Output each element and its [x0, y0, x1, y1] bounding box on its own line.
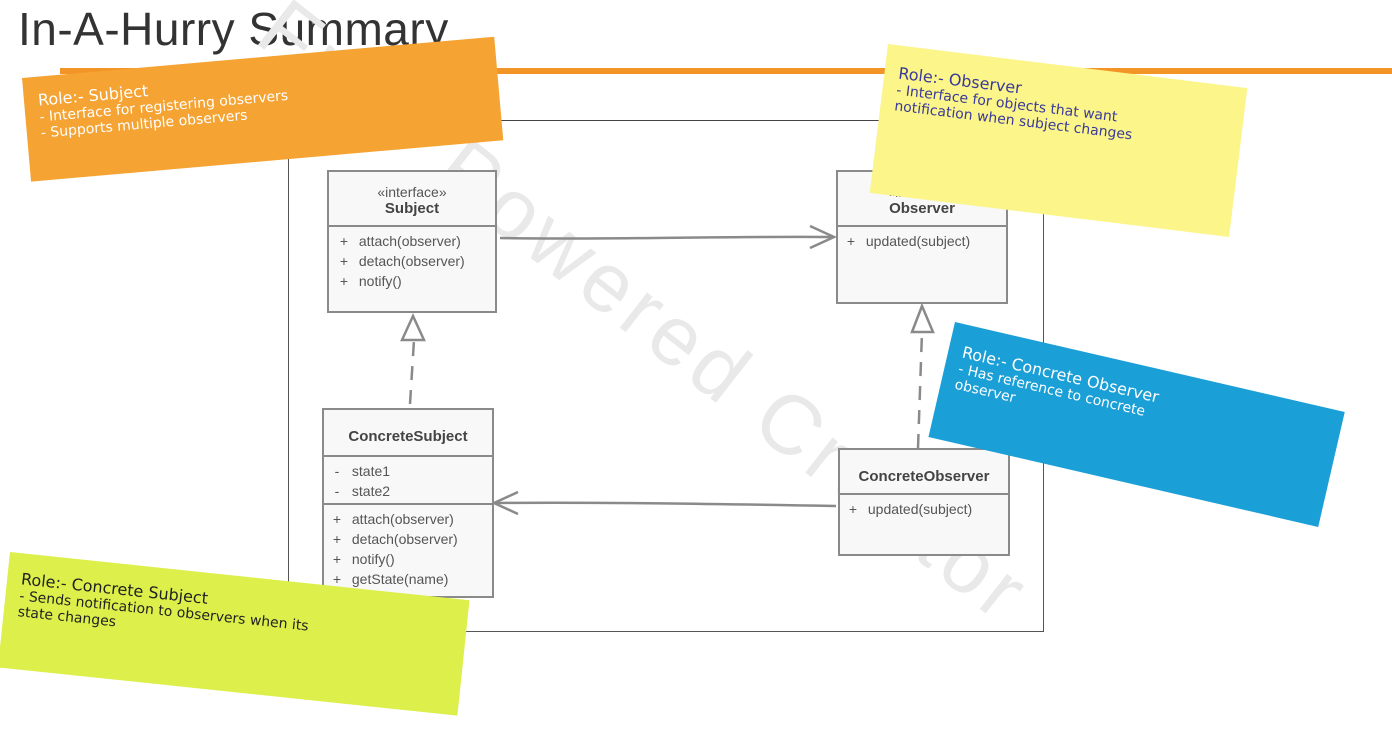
class-concrete-observer-header: ConcreteObserver: [840, 450, 1008, 495]
association-observer-subject: [493, 501, 837, 508]
operation-row: + updated(subject): [848, 501, 973, 517]
realization-triangle-observer: [910, 302, 935, 334]
arrowhead-concrete-subject: [490, 490, 519, 516]
realization-triangle-subject: [400, 312, 426, 342]
class-name: ConcreteObserver: [858, 468, 990, 485]
operation-row: + notify(): [332, 551, 395, 567]
class-subject-header: «interface» Subject: [329, 172, 495, 227]
operation-row: + attach(observer): [332, 511, 454, 527]
attribute-row: - state2: [334, 483, 391, 499]
operation-row: + updated(subject): [846, 233, 971, 249]
class-concrete-subject[interactable]: ConcreteSubject - state1 - state2 + atta…: [322, 408, 494, 598]
class-concrete-subject-operations: + attach(observer) + detach(observer) + …: [324, 505, 492, 591]
operation-row: + detach(observer): [332, 531, 458, 547]
attribute-row: - state1: [334, 463, 391, 479]
class-name: Observer: [889, 200, 955, 217]
class-concrete-subject-header: ConcreteSubject: [324, 410, 492, 457]
realization-subject: [408, 339, 416, 405]
arrowhead-observer: [809, 224, 838, 250]
class-name: ConcreteSubject: [348, 428, 468, 445]
operation-row: + attach(observer): [339, 233, 461, 249]
class-observer-operations: + updated(subject): [838, 227, 1006, 253]
class-concrete-observer[interactable]: ConcreteObserver + updated(subject): [838, 448, 1010, 556]
class-concrete-observer-operations: + updated(subject): [840, 495, 1008, 521]
realization-observer: [916, 331, 924, 449]
operation-row: + notify(): [339, 273, 402, 289]
class-concrete-subject-attributes: - state1 - state2: [324, 457, 492, 505]
class-name: Subject: [384, 200, 440, 217]
operation-row: + detach(observer): [339, 253, 465, 269]
operation-row: + getState(name): [332, 571, 449, 587]
association-subject-observer: [499, 235, 835, 240]
title-underline: [60, 68, 1392, 74]
stereotype-label: «interface»: [377, 184, 447, 200]
class-subject-operations: + attach(observer) + detach(observer) + …: [329, 227, 495, 293]
class-subject[interactable]: «interface» Subject + attach(observer) +…: [327, 170, 497, 313]
